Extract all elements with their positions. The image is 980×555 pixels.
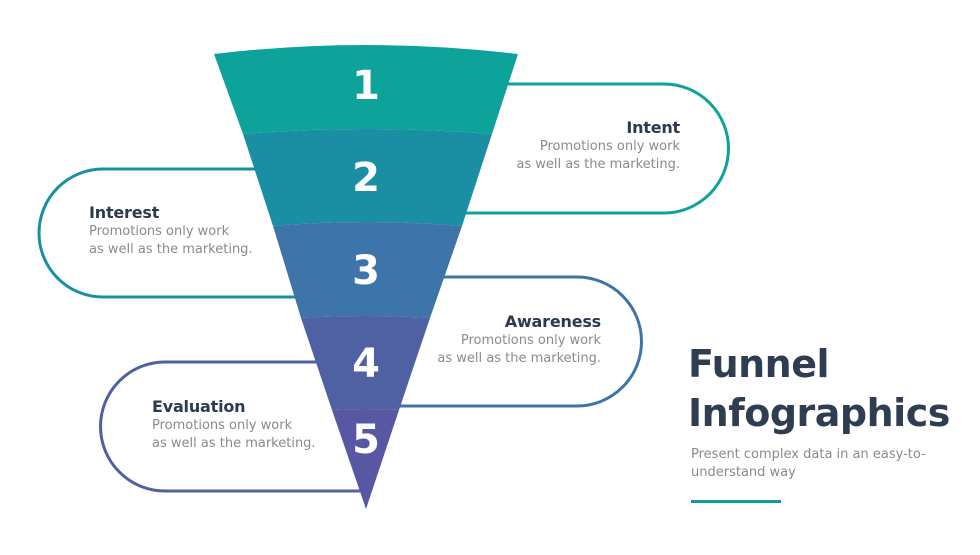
funnel-band-4 (301, 316, 430, 410)
callout-description: Promotions only work (460, 333, 601, 348)
step-number-5: 5 (352, 417, 380, 463)
callout-description: Promotions only work (89, 224, 230, 239)
callout-description: as well as the marketing. (516, 157, 680, 172)
callout-title: Evaluation (152, 397, 246, 416)
callout-description: as well as the marketing. (152, 436, 316, 451)
callout-outline-evaluation (99, 360, 360, 493)
slide-subtitle: Present complex data in an easy-to-under… (691, 447, 926, 480)
step-number-1: 1 (352, 63, 380, 109)
step-number-3: 3 (352, 248, 380, 294)
accent-divider (691, 500, 781, 503)
funnel-band-1 (214, 45, 518, 134)
callout-intent: Intent Promotions only work as well as t… (480, 118, 680, 174)
callout-description: as well as the marketing. (437, 351, 601, 366)
callout-title: Intent (626, 118, 680, 137)
callout-awareness: Awareness Promotions only work as well a… (400, 312, 601, 368)
callout-description: Promotions only work (152, 418, 293, 433)
callout-description: Promotions only work (539, 139, 680, 154)
callout-title: Interest (89, 203, 160, 222)
funnel-band-5 (332, 409, 399, 509)
callout-title: Awareness (504, 312, 601, 331)
callout-description: as well as the marketing. (89, 242, 253, 257)
slide-title-line-2: Infographics (688, 391, 950, 435)
step-number-4: 4 (352, 341, 380, 387)
step-number-2: 2 (352, 155, 380, 201)
callout-outline-interest (37, 167, 300, 299)
callout-outline-intent (440, 82, 730, 215)
callout-evaluation: Evaluation Promotions only work as well … (152, 397, 352, 453)
callout-outline-awareness (400, 275, 643, 408)
slide-title-line-1: Funnel (688, 342, 830, 386)
funnel-band-2 (243, 129, 492, 226)
funnel-band-3 (273, 222, 462, 318)
callout-interest: Interest Promotions only work as well as… (89, 203, 289, 259)
